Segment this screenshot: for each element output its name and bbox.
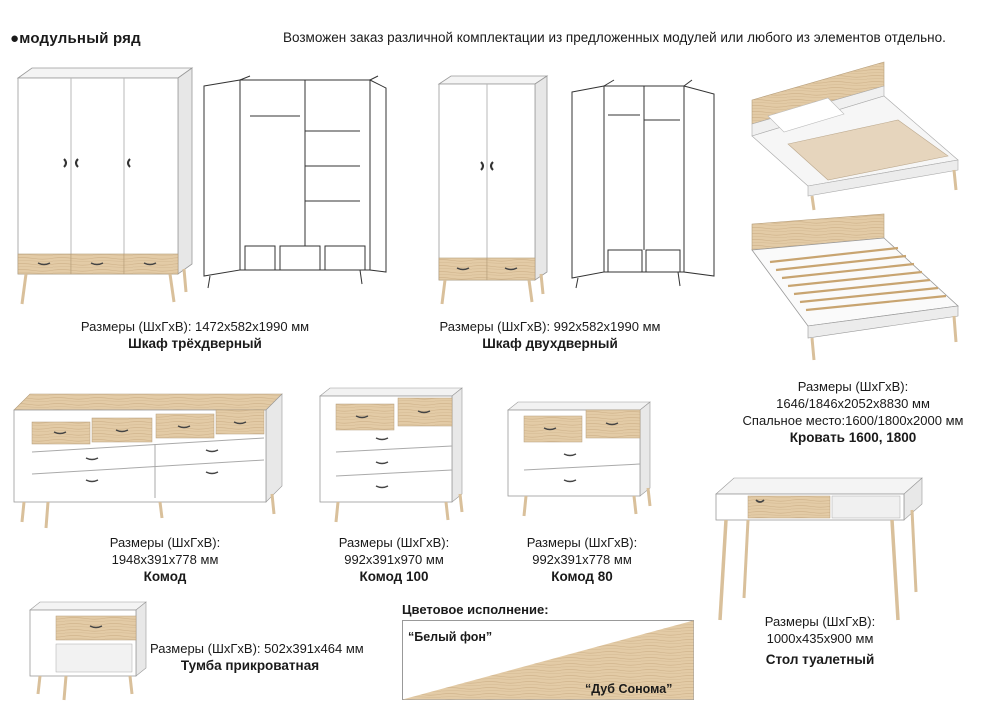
chest-image bbox=[13, 393, 283, 529]
desk-name: Стол туалетный bbox=[765, 652, 875, 667]
chest100-dims-label: Размеры (ШхГхВ): bbox=[338, 535, 450, 550]
white-label: “Белый фон” bbox=[408, 630, 493, 644]
wardrobe3-name: Шкаф трёхдверный bbox=[128, 336, 262, 351]
chest-name: Комод bbox=[143, 569, 187, 584]
wardrobe2-dims: Размеры (ШхГхВ): 992х582х1990 мм bbox=[439, 319, 661, 334]
chest100-dims-value: 992х391х970 мм bbox=[344, 552, 444, 567]
bed-slats-image bbox=[751, 213, 959, 361]
bed-sleep-size: Спальное место:1600/1800х2000 мм bbox=[742, 413, 964, 428]
desk-image bbox=[715, 477, 923, 621]
chest80-dims-value: 992х391х778 мм bbox=[532, 552, 632, 567]
chest80-dims-label: Размеры (ШхГхВ): bbox=[526, 535, 638, 550]
bullet-icon: ● bbox=[10, 30, 20, 47]
desk-dims-value: 1000х435х900 мм bbox=[766, 631, 874, 646]
oak-label: “Дуб Сонома” bbox=[585, 682, 673, 696]
nightstand-image bbox=[29, 601, 147, 701]
wardrobe3-closed-image bbox=[16, 67, 194, 305]
wardrobe3-dims: Размеры (ШхГхВ): 1472х582х1990 мм bbox=[80, 319, 310, 334]
bed-name: Кровать 1600, 1800 bbox=[789, 430, 917, 445]
wardrobe2-open-image bbox=[571, 79, 715, 289]
chest80-name: Комод 80 bbox=[551, 569, 613, 584]
chest80-image bbox=[507, 401, 652, 517]
chest-dims-value: 1948х391х778 мм bbox=[111, 552, 219, 567]
section-title: ●модульный ряд bbox=[10, 30, 141, 47]
desk-dims-label: Размеры (ШхГхВ): bbox=[764, 614, 876, 629]
color-swatch bbox=[402, 620, 694, 700]
chest100-image bbox=[319, 387, 464, 523]
bed-dims-value: 1646/1846х2052х8830 мм bbox=[776, 396, 930, 411]
nightstand-dims: Размеры (ШхГхВ): 502х391х464 мм bbox=[150, 641, 364, 656]
bed-mattress-image bbox=[751, 61, 959, 211]
bed-dims-label: Размеры (ШхГхВ): bbox=[797, 379, 909, 394]
wardrobe2-closed-image bbox=[437, 75, 549, 305]
chest100-name: Комод 100 bbox=[359, 569, 429, 584]
order-note: Возможен заказ различной комплектации из… bbox=[283, 30, 946, 45]
color-options-title: Цветовое исполнение: bbox=[402, 602, 549, 617]
oak-swatch bbox=[402, 620, 694, 700]
chest-dims-label: Размеры (ШхГхВ): bbox=[109, 535, 221, 550]
nightstand-name: Тумба прикроватная bbox=[180, 658, 320, 673]
wardrobe3-open-image bbox=[203, 75, 387, 289]
wardrobe2-name: Шкаф двухдверный bbox=[482, 336, 618, 351]
